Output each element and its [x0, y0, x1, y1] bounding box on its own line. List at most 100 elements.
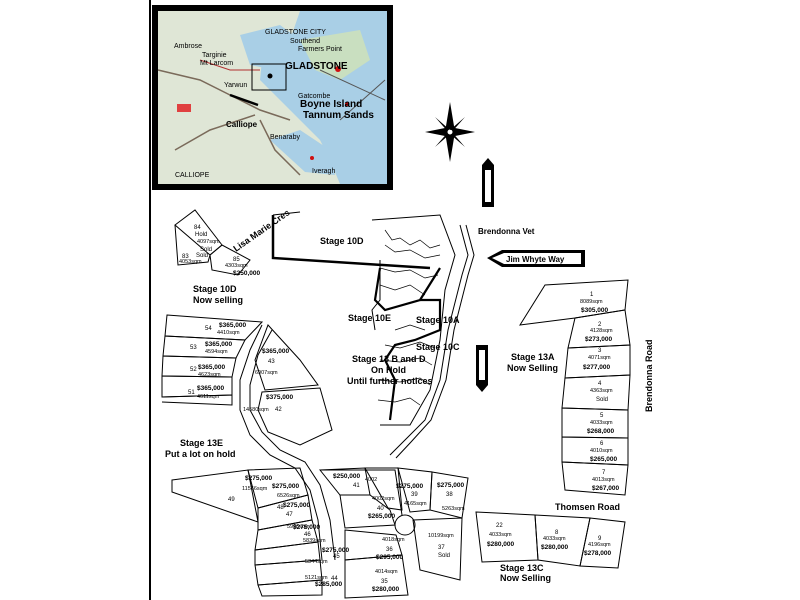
lot-number: 37	[438, 545, 445, 551]
lot-price: $265,000	[368, 513, 395, 520]
lot-number: 39	[411, 492, 418, 498]
stage-13c-status: Now Selling	[500, 573, 551, 583]
now-selling-label: Now selling	[193, 295, 243, 305]
lot-price: $280,000	[487, 541, 514, 548]
lot-size: 11566sqm	[242, 486, 268, 492]
gladstone-marker	[335, 66, 341, 72]
lot-size: 4594sqm	[205, 349, 228, 355]
stage-13c-label: Stage 13C	[500, 563, 544, 573]
stage-13a-label: Stage 13A	[511, 352, 555, 362]
lot-number: 48	[277, 505, 284, 511]
lot-number: 22	[496, 523, 503, 529]
inset-label-gladstone: GLADSTONE	[285, 61, 348, 72]
lot-size: 5121sqm	[305, 575, 328, 581]
lot-price: $275,000	[283, 502, 310, 509]
inset-label-southend: Southend	[290, 38, 320, 45]
lot-price: $275,000	[322, 547, 349, 554]
inset-label-ambrose: Ambrose	[174, 43, 202, 50]
jim-whyte-way-label: Jim Whyte Way	[506, 255, 565, 264]
inset-label-calliope-region: CALLIOPE	[175, 172, 210, 179]
lot-labels: 84 Hold 4097sqm Sold 83 4053sqm Sold 85 …	[179, 225, 619, 593]
lot-status: Sold	[438, 553, 450, 559]
lot-size: 4611sqm	[197, 394, 220, 400]
lot-price: $285,000	[315, 581, 342, 588]
lot-number: 53	[190, 345, 197, 351]
lot-price: $278,000	[584, 550, 611, 557]
inset-label-farmers-point: Farmers Point	[298, 46, 342, 53]
lot-price: $305,000	[581, 307, 608, 314]
lot-number: 6	[600, 441, 604, 447]
lot-size: 4097sqm	[197, 239, 220, 245]
lot-number: 54	[205, 326, 212, 332]
lot-price: $250,000	[233, 270, 260, 277]
lot-size: 4053sqm	[179, 259, 202, 265]
lot-price: $273,000	[585, 336, 612, 343]
lot-size: 4623sqm	[198, 372, 221, 378]
inset-label-targinie: Targinie	[202, 52, 227, 59]
inset-label-benaraby: Benaraby	[270, 134, 300, 141]
lot-price: $365,000	[205, 341, 232, 348]
lot-size: 4033sqm	[489, 532, 512, 538]
inset-label-gatcombe: Gatcombe	[298, 93, 330, 100]
lot-size: 10199sqm	[428, 533, 454, 539]
lot-status: Sold	[196, 253, 208, 259]
inset-label-calliope: Calliope	[226, 120, 258, 129]
lot-price: $365,000	[198, 364, 225, 371]
lot-size: 4128sqm	[590, 328, 613, 334]
stage-10d-left-label: Stage 10D	[193, 284, 237, 294]
lot-size: 4303sqm	[225, 263, 248, 269]
lot-size: 5996sqm	[287, 524, 310, 530]
lot-size: 14580sqm	[243, 407, 269, 413]
lot-price: $365,000	[219, 322, 246, 329]
lot-size: 4363sqm	[590, 388, 613, 394]
lot-size: 4196sqm	[588, 542, 611, 548]
lot-number: 47	[286, 512, 293, 518]
lot-price: $275,000	[293, 524, 320, 531]
lot-size: 4033sqm	[590, 420, 613, 426]
lot-status: Sold	[596, 397, 608, 403]
stage-13e-label: Stage 13E	[180, 438, 223, 448]
lot-size: 4014sqm	[375, 569, 398, 575]
stage-13e-note: Put a lot on hold	[165, 449, 236, 459]
lot-price: $275,000	[437, 482, 464, 489]
direction-arrow-sign	[482, 158, 494, 207]
lot-price: $295,000	[376, 554, 403, 561]
stage-13bd-note: Until further notices	[347, 376, 433, 386]
lot-number: 40	[377, 506, 384, 512]
lot-number: 35	[381, 579, 388, 585]
lot-number: 45	[333, 554, 340, 560]
lot-size: 4018sqm	[382, 537, 405, 543]
lot-number: 38	[446, 492, 453, 498]
lot-price: $265,000	[590, 456, 617, 463]
jim-whyte-way-sign: Jim Whyte Way	[487, 250, 585, 267]
lot-number: 44	[331, 576, 338, 582]
lot-number: 1	[590, 292, 594, 298]
lot-price: $275,000	[245, 475, 272, 482]
lot-number: 36	[386, 547, 393, 553]
lot-size: 4165sqm	[404, 501, 427, 507]
inset-label-mt-larcom: Mt Larcom	[200, 60, 233, 67]
stage-10d-label: Stage 10D	[320, 236, 364, 246]
lot-size: 6907sqm	[255, 370, 278, 376]
stage-13bd-status: On Hold	[371, 365, 406, 375]
lot-price: $250,000	[333, 473, 360, 480]
site-marker-line	[229, 93, 259, 107]
lot-number: 8	[555, 530, 559, 536]
lot-price: $280,000	[541, 544, 568, 551]
inset-label-tannum-sands: Tannum Sands	[303, 110, 374, 121]
lot-outlines	[161, 209, 631, 599]
inset-label-iveragh: Iveragh	[312, 168, 335, 175]
lot-price: $277,000	[583, 364, 610, 371]
lot-price: $275,000	[396, 483, 423, 490]
lot-size: 4010sqm	[590, 448, 613, 454]
location-inset-map: GLADSTONE CITY Southend Farmers Point Am…	[152, 5, 393, 190]
lot-number: 4	[598, 381, 602, 387]
lot-size: 5839sqm	[303, 538, 326, 544]
stage-10a-label: Stage 10A	[416, 315, 460, 325]
lot-number: 84	[194, 225, 201, 231]
thomsen-road-label: Thomsen Road	[555, 502, 620, 512]
lot-price: $268,000	[587, 428, 614, 435]
lot-number: 5	[600, 413, 604, 419]
road-network	[239, 211, 475, 561]
